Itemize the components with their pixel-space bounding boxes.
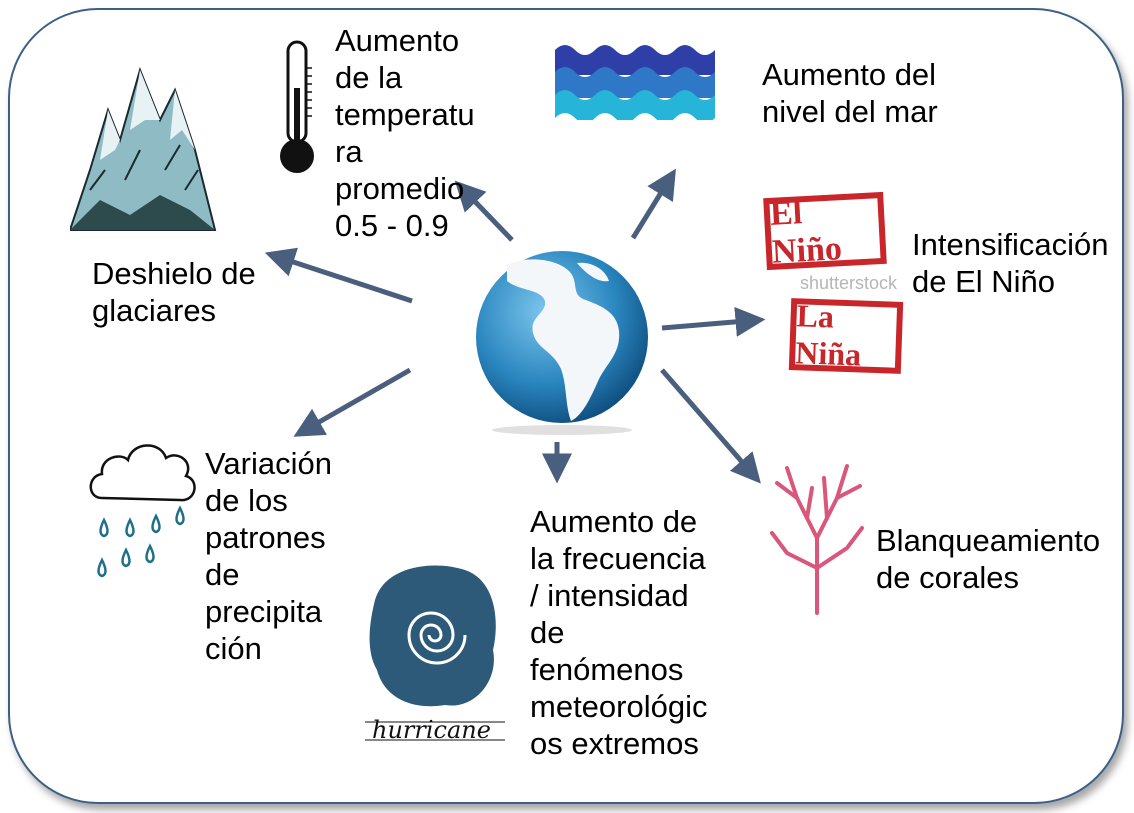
arrow-to-precipitacion bbox=[293, 367, 412, 437]
mountain-glacier-icon bbox=[70, 66, 217, 231]
la-nina-text: La Niña bbox=[794, 297, 862, 373]
arrow-to-temperatura bbox=[454, 180, 514, 242]
arrow-to-glaciares bbox=[264, 247, 413, 304]
label-corales: Blanqueamiento de corales bbox=[876, 523, 1101, 595]
arrow-to-nino bbox=[661, 306, 766, 337]
thermometer-icon bbox=[280, 40, 314, 173]
label-fenomenos-extremos: Aumento de la frecuencia / intensidad de… bbox=[530, 504, 708, 761]
el-nino-text: El Niño bbox=[769, 194, 843, 271]
arrow-to-corales bbox=[660, 368, 761, 484]
arrow-to-mar bbox=[630, 168, 676, 240]
hurricane-caption: hurricane bbox=[372, 716, 491, 744]
label-deshielo-glaciares: Deshielo de glaciares bbox=[92, 256, 256, 328]
la-nina-stamp: La Niña bbox=[788, 297, 904, 374]
shutterstock-watermark: shutterstock bbox=[800, 273, 898, 293]
label-el-nino: Intensificación de El Niño bbox=[912, 227, 1109, 299]
label-precipitacion: Variación de los patrones de precipita c… bbox=[205, 446, 332, 666]
rain-cloud-icon bbox=[89, 444, 196, 578]
label-temperatura: Aumento de la temperatu ra promedio 0.5 … bbox=[335, 23, 475, 243]
label-nivel-mar: Aumento del nivel del mar bbox=[762, 57, 938, 129]
coral-icon bbox=[770, 464, 864, 615]
globe-icon bbox=[476, 251, 648, 435]
el-nino-stamp: El Niño bbox=[763, 191, 887, 271]
hurricane-icon bbox=[365, 565, 505, 741]
sea-waves-icon bbox=[555, 45, 715, 128]
